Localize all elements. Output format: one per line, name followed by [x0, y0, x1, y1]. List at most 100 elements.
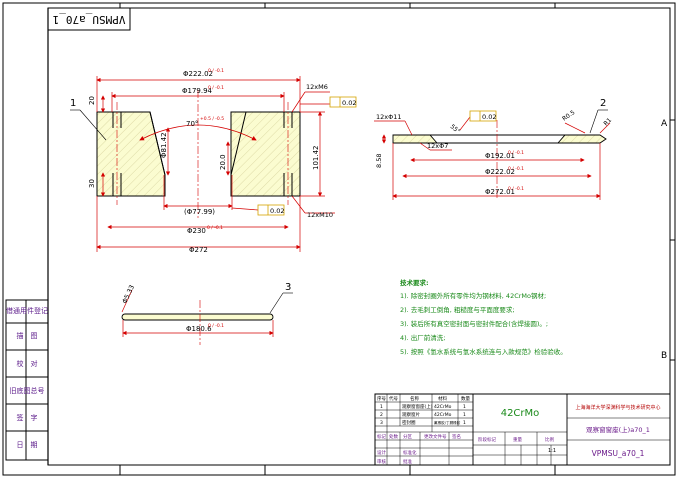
part1-d222: Φ222.02	[183, 70, 213, 78]
tb-sign-label: 分区	[403, 433, 412, 440]
side-label: 校 对	[17, 359, 38, 368]
tb-sign-label: 标记	[377, 433, 386, 440]
part2-flat: 0.02	[482, 113, 496, 121]
part1-d179-tol: 0 / -0.1	[208, 85, 224, 91]
part2-d192-tol: 0 / -0.1	[508, 150, 524, 156]
note-item: 3). 装后所有真空密封面与密封件配合(含焊接圆)。;	[400, 319, 548, 328]
stamp-text: VPMSU_a70_1	[53, 13, 126, 26]
tb-scale: 1:1	[548, 448, 556, 454]
part2-angle: 55°	[449, 123, 462, 135]
note-item: 2). 去毛刺工倒角, 粗糙度与平面度要求;	[400, 305, 515, 314]
part2-holes2: 12xΦ7	[427, 142, 448, 150]
part1-h20: 20	[88, 96, 96, 105]
tb-cell: 3	[380, 420, 383, 426]
tb-cell: 1	[463, 404, 466, 410]
part2-flat-frame	[469, 110, 497, 122]
part1-h101: 101.42	[312, 146, 320, 171]
tb-part-name: 观察窗窗座(上)a70_1	[586, 425, 650, 434]
tb-cell: 42CrMo	[434, 404, 452, 410]
tb-cell: 1	[463, 412, 466, 418]
tb-org: 上海海洋大学深渊科学与技术研究中心	[575, 404, 660, 411]
part1-d7799: (Φ77.99)	[184, 208, 215, 216]
side-label: 签 字	[17, 413, 38, 422]
zone-letter-a: A	[661, 119, 668, 129]
side-label: 日 期	[17, 441, 38, 449]
part3-seal-view: 3 Φ180.6 0 / -0.1 Φ5.33	[121, 282, 293, 345]
part2-d222: Φ222.02	[485, 168, 515, 176]
part1-id: 1	[70, 98, 76, 109]
part2-holes1: 12xΦ11	[376, 113, 402, 121]
note-item: 4). 出厂前清洗;	[400, 333, 446, 342]
part1-h30: 30	[88, 179, 96, 188]
side-label: 描 图	[17, 331, 38, 340]
part2-section-view: 2 12xΦ11 12xΦ7 8.58 Φ192.01 0 / -0.1 Φ22…	[374, 98, 613, 200]
part1-flat-bot-frame	[257, 204, 285, 216]
tb-head: 数量	[461, 395, 470, 402]
part1-d230: Φ230	[187, 227, 206, 235]
part2-d272: Φ272.01	[485, 188, 515, 196]
tb-cell: 观察窗窗座(上)	[402, 403, 433, 410]
part3-diameter-tol: 0 / -0.1	[208, 323, 224, 329]
note-item: 1). 除密封圈外所有零件均为钢材料, 42CrMo钢材;	[400, 291, 546, 300]
part1-flat-top: 0.02	[342, 99, 356, 107]
tb-cell: 1	[380, 404, 383, 410]
part1-d222-tol: 0 / -0.1	[208, 68, 224, 74]
part2-d192: Φ192.01	[485, 152, 515, 160]
part1-flat-bot: 0.02	[270, 207, 284, 215]
zone-letter-b: B	[661, 351, 667, 361]
part2-r05: R0.5	[561, 109, 576, 123]
part1-section-view: 1 Φ222.02 0 / -0.1 Φ179.94 0 / -0.1 20 7…	[70, 68, 356, 254]
part1-d272: Φ272	[189, 246, 208, 254]
part1-d179: Φ179.94	[182, 87, 213, 95]
tb-check: 审核	[377, 458, 386, 465]
tb-sign-label: 签名	[452, 433, 461, 440]
tb-stage: 阶段标记	[478, 436, 496, 443]
tb-cell: 1	[463, 420, 466, 426]
part2-r1: R1	[602, 117, 613, 128]
part3-id: 3	[285, 282, 291, 293]
side-register-block: 借通用件登记 描 图 校 对 旧底图总号 签 字 日 期	[5, 299, 49, 461]
tb-design: 设计	[377, 449, 386, 456]
title-block: 序号 代号 名称 材料 数量 1 观察窗窗座(上) 42CrMo 1 2 观察窗…	[374, 393, 671, 466]
part3-ring: Φ5.33	[121, 284, 137, 305]
inner-frame	[47, 7, 671, 466]
part1-d81: Φ81.42	[160, 132, 168, 158]
part1-thread-bot: 12xM10	[307, 211, 333, 219]
part2-id: 2	[600, 98, 606, 109]
tb-drawing-code: VPMSU_a70_1	[592, 449, 645, 458]
tb-head: 代号	[389, 395, 398, 402]
tb-cell: 氟橡胶/丁腈橡胶	[434, 420, 461, 425]
tb-cell: 观察窗片	[402, 411, 420, 418]
tb-cell: 密封圈	[402, 419, 416, 426]
note-item: 5). 按照《氢水系统与氢水系统连与入款规范》检验验收。	[400, 347, 567, 356]
tb-head: 名称	[410, 395, 419, 402]
side-label: 旧底图总号	[10, 386, 45, 395]
tb-scale-label: 比例	[545, 436, 554, 443]
tb-standard: 标准化	[403, 449, 417, 456]
part1-angle-tol: +0.5 / -0.5	[200, 116, 224, 122]
tb-material: 42CrMo	[501, 408, 540, 419]
part1-thread-top: 12xM6	[306, 83, 328, 91]
part1-d230-tol: 0 / -0.1	[207, 225, 223, 231]
side-label: 借通用件登记	[6, 306, 48, 315]
part2-thick: 8.58	[375, 154, 383, 168]
part1-angle: 70°	[186, 120, 198, 128]
part1-flat-top-frame	[329, 96, 357, 108]
drawing-code-stamp: VPMSU_a70_1	[47, 7, 131, 31]
tb-cell: 2	[380, 412, 383, 418]
tb-weight: 重量	[513, 436, 522, 443]
part1-d20: 20.0	[219, 154, 227, 170]
notes-title: 技术要求:	[400, 278, 429, 287]
part2-d222-tol: 0 / -0.1	[508, 166, 524, 172]
tb-approve: 批准	[403, 458, 412, 465]
technical-notes: 技术要求: 1). 除密封圈外所有零件均为钢材料, 42CrMo钢材; 2). …	[400, 278, 567, 356]
tb-sign-label: 处数	[389, 433, 398, 440]
part3-diameter: Φ180.6	[186, 325, 212, 333]
part2-d272-tol: 0 / -0.1	[508, 186, 524, 192]
tb-cell: 42CrMo	[434, 412, 452, 418]
tb-sign-label: 更改文件号	[424, 433, 447, 440]
tb-head: 材料	[438, 395, 447, 402]
